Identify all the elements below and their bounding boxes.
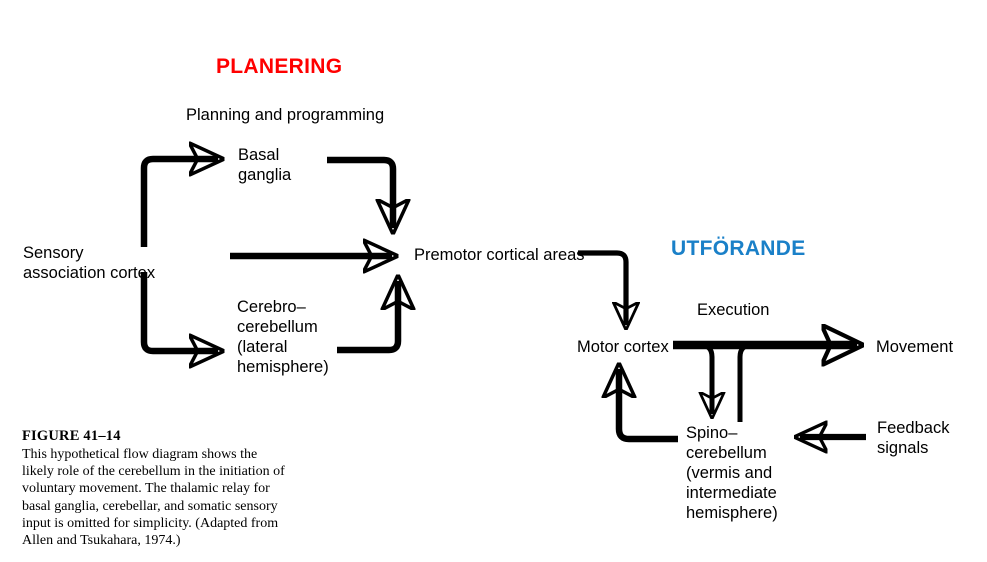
node-movement: Movement xyxy=(876,338,954,356)
heading-planering: PLANERING xyxy=(216,55,343,78)
node-basal-ganglia: Basal ganglia xyxy=(238,146,292,184)
figure-caption-body: This hypothetical flow diagram shows the… xyxy=(22,447,285,549)
edge-sensory-to-basal xyxy=(140,159,218,247)
figure-caption-title: FIGURE 41–14 xyxy=(22,428,121,444)
node-cerebro-cerebellum: Cerebro– cerebellum (lateral hemisphere) xyxy=(237,298,329,376)
label-planning-and-programming: Planning and programming xyxy=(186,106,385,124)
node-feedback-signals: Feedback signals xyxy=(877,419,950,457)
node-premotor-cortical-areas: Premotor cortical areas xyxy=(414,246,585,264)
edge-spino-to-motor xyxy=(619,369,678,443)
edge-sensory-to-cerebro xyxy=(140,272,218,351)
edge-motor-to-spino xyxy=(700,342,712,414)
heading-utforande: UTFÖRANDE xyxy=(671,237,806,260)
edge-spino-to-movement xyxy=(737,342,753,422)
edge-premotor-to-motor xyxy=(578,250,626,325)
node-motor-cortex: Motor cortex xyxy=(577,338,669,356)
edge-basal-to-premotor xyxy=(327,156,393,228)
figure-caption: FIGURE 41–14 This hypothetical flow diag… xyxy=(22,428,290,549)
label-execution: Execution xyxy=(697,301,770,319)
edge-cerebro-to-premotor xyxy=(337,281,398,354)
node-sensory-association-cortex: Sensory association cortex xyxy=(23,244,156,282)
node-spino-cerebellum: Spino– cerebellum (vermis and intermedia… xyxy=(686,424,778,522)
